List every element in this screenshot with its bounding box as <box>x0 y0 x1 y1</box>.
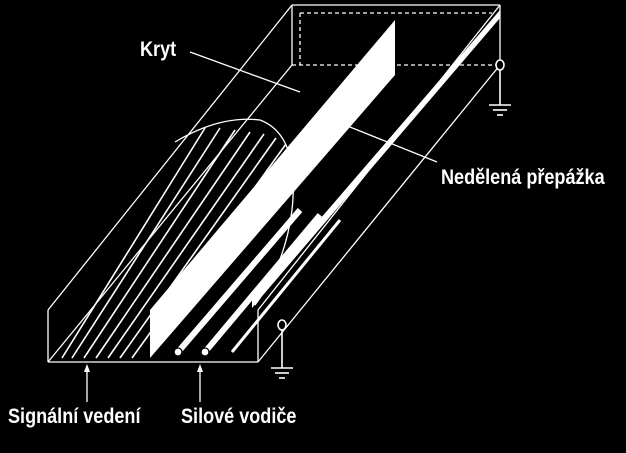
ground-symbol-icon <box>271 319 293 379</box>
power-conductor <box>230 219 342 353</box>
cover-label: Kryt <box>140 38 177 61</box>
tray-right-wall <box>252 10 500 308</box>
power-conductor-end <box>200 347 210 357</box>
left-top-edge <box>47 4 293 311</box>
power-conductor <box>202 213 323 354</box>
cover-leader <box>189 51 301 93</box>
power-conductor <box>175 208 303 354</box>
signal-line <box>83 129 236 359</box>
ground-symbol-icon <box>489 59 511 116</box>
signal-line <box>107 133 265 359</box>
right-bottom-edge <box>257 64 501 363</box>
partition-wall <box>150 20 395 358</box>
signal-arrow-icon <box>84 364 90 372</box>
left-bottom-edge <box>47 64 293 363</box>
signal-line <box>71 127 221 359</box>
power-conductor-end <box>173 347 183 357</box>
signal-line <box>95 131 251 359</box>
signal-line <box>61 127 206 359</box>
power-conductors-label: Silové vodiče <box>181 405 297 428</box>
power-arrow-icon <box>197 364 203 372</box>
partition-label: Nedělená přepážka <box>441 166 605 189</box>
signal-line <box>119 137 277 359</box>
signal-lines-label: Signální vedení <box>8 405 141 428</box>
